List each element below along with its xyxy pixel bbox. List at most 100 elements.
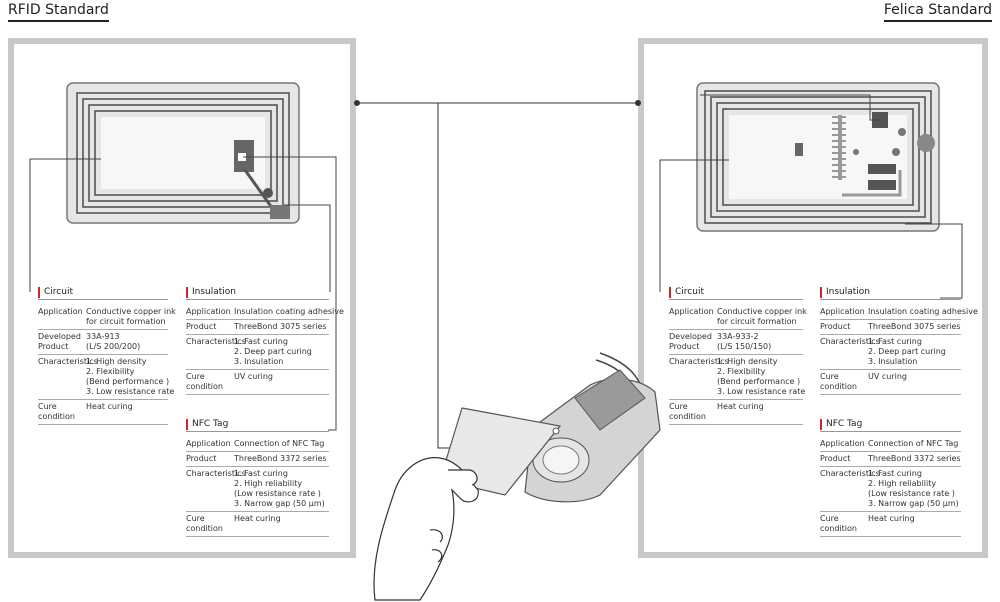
spec-value: Heat curing (234, 514, 329, 534)
spec-value-line: UV curing (234, 372, 273, 381)
spec-value: 33A-933-2(L/S 150/150) (717, 332, 803, 352)
spec-label: Product (820, 454, 851, 463)
spec-value-line: Heat curing (234, 514, 281, 523)
spec-value-line: for circuit formation (86, 317, 166, 326)
spec-value: ThreeBond 3075 series (868, 322, 961, 332)
spec-value-line: 1. Fast curing (868, 337, 922, 346)
spec-value-line: (Low resistance rate ) (868, 489, 955, 498)
spec-value-line: 1. Fast curing (868, 469, 922, 478)
spec-value-line: ThreeBond 3372 series (868, 454, 961, 463)
spec-value-line: 3. Low resistance rate (717, 387, 806, 396)
felica-insulation-title: Insulation (820, 287, 961, 300)
spec-value-line: for circuit formation (717, 317, 797, 326)
spec-value-line: 33A-913 (86, 332, 120, 341)
hand (373, 457, 479, 601)
spec-row: Cure condition UV curing (186, 370, 329, 395)
spec-value: ThreeBond 3075 series (234, 322, 329, 332)
spec-label: Cure condition (38, 402, 75, 421)
spec-value-line: Insulation coating adhesive (234, 307, 344, 316)
rfid-leader-lines (29, 156, 337, 431)
spec-label: Application (186, 439, 231, 448)
spec-value: UV curing (868, 372, 961, 392)
spec-label: Characteristics (820, 337, 880, 346)
spec-label: Product (186, 454, 217, 463)
felica-nfc-title: NFC Tag (820, 419, 961, 432)
spec-value-line: 3. Narrow gap (50 μm) (868, 499, 959, 508)
spec-value-line: 1. High density (86, 357, 147, 366)
spec-value-line: 1. High density (717, 357, 778, 366)
spec-value-line: 1. Fast curing (234, 469, 288, 478)
spec-value-line: 2. Deep part curing (234, 347, 312, 356)
spec-value-line: UV curing (868, 372, 907, 381)
spec-label: Application (820, 439, 865, 448)
spec-value-line: Heat curing (86, 402, 133, 411)
spec-value: Connection of NFC Tag (234, 439, 329, 449)
card-reader (524, 352, 661, 503)
spec-value-line: 3. Low resistance rate (86, 387, 175, 396)
felica-leader-lines (659, 94, 963, 299)
spec-value-line: Heat curing (868, 514, 915, 523)
spec-value-line: 2. High reliability (234, 479, 303, 488)
spec-value-line: 2. Flexibility (86, 367, 135, 376)
spec-value-line: Heat curing (717, 402, 764, 411)
spec-row: Cure condition UV curing (820, 370, 961, 395)
spec-value-line: 2. Deep part curing (868, 347, 946, 356)
spec-value: Heat curing (717, 402, 803, 422)
spec-label: Cure condition (820, 372, 857, 391)
spec-value-line: 3. Insulation (868, 357, 918, 366)
spec-value-line: 33A-933-2 (717, 332, 759, 341)
spec-row: Cure condition Heat curing (38, 400, 168, 425)
spec-row: Product ThreeBond 3372 series (820, 452, 961, 467)
spec-label: Cure condition (820, 514, 857, 533)
spec-row: Developed Product 33A-933-2(L/S 150/150) (669, 330, 803, 355)
spec-value-line: 2. High reliability (868, 479, 937, 488)
spec-value: Connection of NFC Tag (868, 439, 961, 449)
spec-value-line: (L/S 200/200) (86, 342, 141, 351)
spec-label: Cure condition (186, 372, 223, 391)
spec-value-line: ThreeBond 3075 series (868, 322, 961, 331)
spec-value-line: (Bend performance ) (717, 377, 801, 386)
spec-value-line: (L/S 150/150) (717, 342, 772, 351)
felica-circuit-title: Circuit (669, 287, 803, 300)
spec-value: ThreeBond 3372 series (234, 454, 329, 464)
spec-row: Cure condition Heat curing (820, 512, 961, 537)
felica-standard-heading: Felica Standard (883, 2, 992, 22)
spec-value-line: ThreeBond 3075 series (234, 322, 327, 331)
spec-label: Developed Product (669, 332, 712, 351)
felica-card (696, 82, 940, 232)
rfid-card (66, 82, 300, 224)
spec-value-line: Connection of NFC Tag (868, 439, 959, 448)
spec-value-line: Conductive copper ink (86, 307, 176, 316)
rfid-standard-heading: RFID Standard (8, 2, 109, 22)
spec-label: Application (820, 307, 865, 316)
spec-value-line: 3. Insulation (234, 357, 284, 366)
spec-value-line: (Bend performance ) (86, 377, 170, 386)
spec-value-line: Insulation coating adhesive (868, 307, 978, 316)
spec-value-line: ThreeBond 3372 series (234, 454, 327, 463)
spec-value: Heat curing (86, 402, 168, 422)
spec-value: Insulation coating adhesive (868, 307, 978, 317)
spec-label: Characteristics (820, 469, 880, 478)
spec-label: Characteristics (186, 469, 246, 478)
